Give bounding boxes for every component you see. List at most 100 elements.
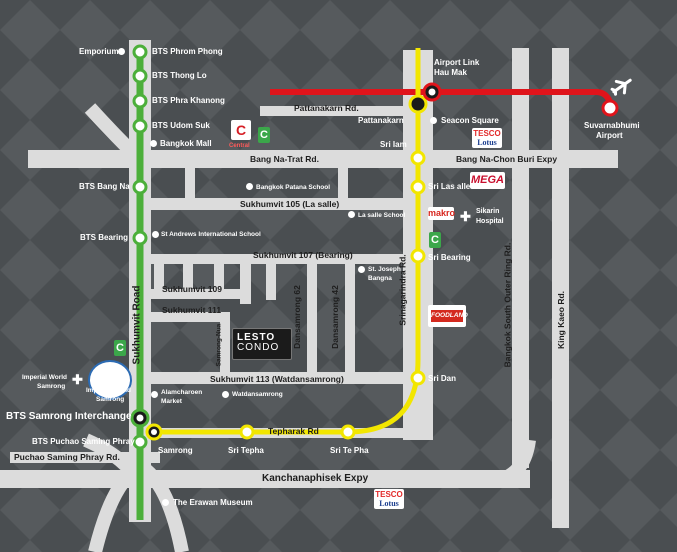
bts-bang-na-label: BTS Bang Na bbox=[79, 182, 130, 191]
foodland-logo: FOODLAND bbox=[428, 305, 468, 327]
sukhumvit-113-road bbox=[150, 372, 420, 384]
soi-connector bbox=[240, 258, 251, 304]
bangkok-mall-label: Bangkok Mall bbox=[160, 139, 212, 148]
st-joseph-label-2: Bangna bbox=[368, 275, 392, 282]
sukhumvit-111-road bbox=[150, 312, 230, 322]
hospital-cross-icon: ✚ bbox=[72, 372, 83, 387]
central-word: Central bbox=[229, 143, 250, 149]
watdan-label: Watdansamrong bbox=[232, 391, 283, 398]
kanchanaphisek-label: Kanchanaphisek Expy bbox=[262, 473, 369, 484]
tepharak-label: Tepharak Rd bbox=[268, 426, 319, 436]
seacon-label: Seacon Square bbox=[441, 116, 499, 125]
erawan-marker bbox=[162, 499, 169, 506]
bts-puchao-label: BTS Puchao Saming Phray bbox=[32, 437, 135, 446]
interchange-ramps bbox=[83, 103, 536, 552]
hau-mak-label: Hau Mak bbox=[434, 68, 467, 77]
sukhumvit-107-road bbox=[150, 254, 420, 264]
alamcharoen-label-1: Alamcharoen bbox=[161, 389, 203, 396]
srinagarindra-label: Srinagarindra Rd. bbox=[397, 254, 408, 326]
sukhumvit-road-label: Sukhumvit Road bbox=[131, 285, 143, 365]
bang-na-trat-road bbox=[28, 150, 618, 168]
king-kaeo-road bbox=[552, 48, 569, 528]
sukhumvit-107-label: Sukhumvit 107 (Bearing) bbox=[253, 250, 353, 260]
samrong-yellow-marker[interactable] bbox=[145, 423, 163, 441]
airport-link-interchange[interactable] bbox=[408, 82, 442, 114]
yellow-stations bbox=[239, 150, 426, 440]
soi-connector bbox=[338, 166, 348, 200]
outer-ring-road bbox=[512, 48, 529, 468]
imperial-world-logo bbox=[88, 360, 132, 400]
station-bang-na[interactable] bbox=[132, 179, 148, 195]
station-thong-lo[interactable] bbox=[132, 68, 148, 84]
imperial-world-left-label-1: Imperial World bbox=[22, 374, 68, 381]
station-bearing[interactable] bbox=[132, 230, 148, 246]
bang-na-chon-buri-label: Bang Na-Chon Buri Expy bbox=[456, 154, 558, 164]
samrong-interchange-marker[interactable] bbox=[130, 408, 150, 428]
station-suvarnabhumi[interactable] bbox=[601, 99, 619, 117]
station-sri-bearing[interactable] bbox=[410, 248, 426, 264]
emporium-marker bbox=[118, 48, 125, 55]
station-sri-tepha[interactable] bbox=[239, 424, 255, 440]
sri-bearing-label: Sri Bearing bbox=[428, 253, 471, 262]
st-joseph-marker bbox=[358, 266, 365, 273]
sukhumvit-111-label: Sukhumvit 111 bbox=[162, 305, 222, 315]
patana-marker bbox=[246, 183, 253, 190]
green-c-logo-bearing: C bbox=[429, 232, 441, 248]
dansamrong-62-road bbox=[307, 262, 317, 374]
sri-iam-label: Sri Iam bbox=[380, 140, 407, 149]
sikarin-label-2: Hospital bbox=[476, 218, 504, 225]
imperial-world-logo-label-1: Imperial World bbox=[86, 387, 132, 394]
airport-label: Airport bbox=[596, 131, 623, 140]
suvarnabhumi-label: Suvarnabhumi bbox=[584, 121, 640, 130]
sukhumvit-113-label: Sukhumvit 113 (Watdansamrong) bbox=[210, 374, 344, 384]
king-kaeo-label: King Kaeo Rd. bbox=[556, 290, 567, 350]
soi-connector bbox=[183, 260, 193, 290]
st-andrews-marker bbox=[152, 231, 159, 238]
bts-stations bbox=[132, 44, 148, 450]
station-sri-dan[interactable] bbox=[410, 370, 426, 386]
green-c-logo: C bbox=[258, 127, 270, 143]
bang-na-trat-label: Bang Na-Trat Rd. bbox=[250, 154, 319, 164]
sri-dan-label: Sri Dan bbox=[428, 374, 457, 383]
station-puchao[interactable] bbox=[132, 434, 148, 450]
airplane-icon bbox=[610, 78, 632, 96]
soi-connector bbox=[185, 166, 195, 200]
bts-phrom-phong-label: BTS Phrom Phong bbox=[152, 47, 223, 56]
alamcharoen-marker bbox=[151, 391, 158, 398]
station-phrom-phong[interactable] bbox=[132, 44, 148, 60]
lasalle-school-label: La salle School bbox=[358, 212, 406, 219]
sukhumvit-109-road bbox=[150, 289, 242, 299]
station-phra-khanong[interactable] bbox=[132, 93, 148, 109]
samrong-nua-label: Samrong-Nua bbox=[215, 323, 223, 367]
seacon-marker bbox=[430, 117, 437, 124]
bangkok-mall-marker bbox=[150, 140, 157, 147]
mega-bangna-logo: MEGA bbox=[470, 172, 505, 189]
sri-te-pha-label: Sri Te Pha bbox=[330, 446, 369, 455]
airport-link-label: Airport Link bbox=[434, 58, 480, 67]
soi-connector bbox=[154, 260, 164, 290]
hospital-cross-icon: ✚ bbox=[460, 209, 471, 224]
erawan-label: The Erawan Museum bbox=[173, 498, 253, 507]
station-sri-lasalle[interactable] bbox=[410, 179, 426, 195]
sukhumvit-105-label: Sukhumvit 105 (La salle) bbox=[240, 199, 340, 209]
puchao-road bbox=[10, 452, 160, 463]
imperial-world-left-label-2: Samrong bbox=[37, 383, 66, 390]
station-sri-te-pha[interactable] bbox=[340, 424, 356, 440]
station-udom-suk[interactable] bbox=[132, 118, 148, 134]
dansamrong-42-label: Dansamrong 42 bbox=[329, 285, 340, 349]
lasalle-school-marker bbox=[348, 211, 355, 218]
bts-bearing-label: BTS Bearing bbox=[80, 233, 129, 242]
sri-lasalle-label: Sri Las alle bbox=[428, 182, 471, 191]
soi-connector bbox=[214, 260, 224, 290]
sikarin-label-1: Sikarin bbox=[476, 208, 500, 215]
station-sri-iam[interactable] bbox=[410, 150, 426, 166]
sukhumvit-105-road bbox=[150, 198, 430, 210]
pattanakarn-road bbox=[260, 106, 420, 116]
st-joseph-label-1: St. Joseph bbox=[368, 266, 401, 273]
central-logo: C bbox=[231, 120, 251, 140]
